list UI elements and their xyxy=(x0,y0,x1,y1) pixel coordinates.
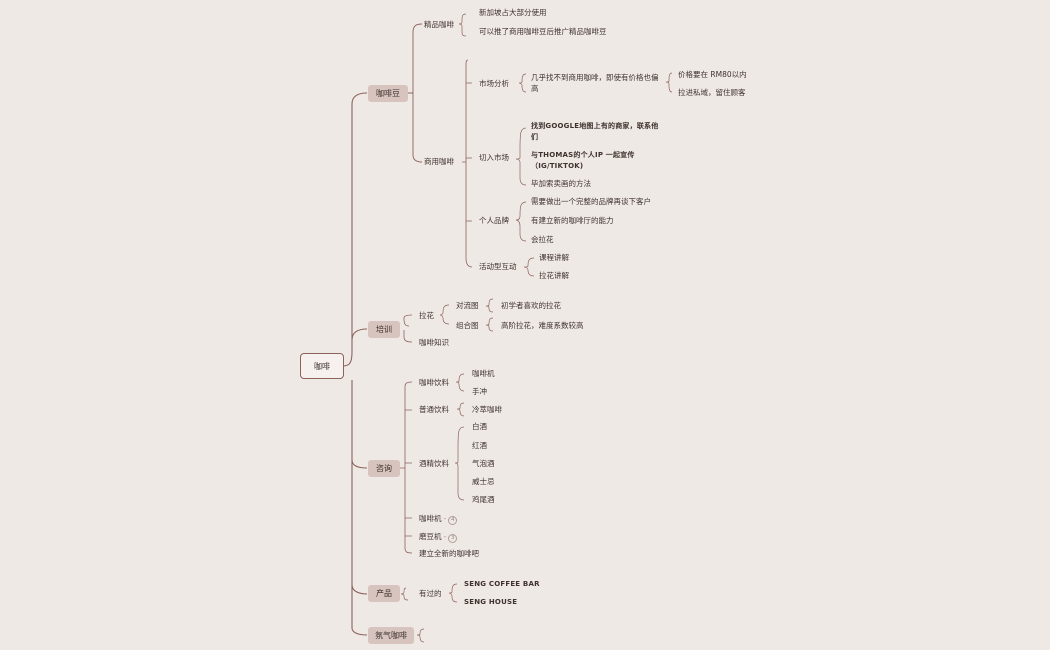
connector-training xyxy=(403,314,413,343)
connector-product-sub xyxy=(448,583,458,603)
connector-alcohol xyxy=(454,426,465,501)
node-training-label: 培训 xyxy=(376,325,392,334)
collapse-dash: - xyxy=(443,514,447,523)
node-training[interactable]: 培训 xyxy=(368,321,400,338)
connector-beans-main xyxy=(408,23,423,163)
node-ma-a2[interactable]: 拉进私域，留住顾客 xyxy=(678,88,746,97)
root-node[interactable]: 咖啡 xyxy=(300,353,344,379)
node-specialty-b[interactable]: 可以推了商用咖啡豆后推广精品咖啡豆 xyxy=(479,27,607,36)
node-al-a[interactable]: 白酒 xyxy=(472,422,487,431)
node-combo[interactable]: 组合图 xyxy=(456,321,479,330)
connector-ma xyxy=(518,73,527,93)
node-cd-a[interactable]: 咖啡机 xyxy=(472,369,495,378)
connector-root-to-l1 xyxy=(342,92,368,367)
node-atmosphere[interactable]: 氛气咖啡 xyxy=(368,627,414,644)
node-beans[interactable]: 咖啡豆 xyxy=(368,85,408,102)
node-event[interactable]: 活动型互动 xyxy=(479,262,517,271)
node-ma-a1[interactable]: 价格要在 RM80以内 xyxy=(678,70,747,79)
root-label: 咖啡 xyxy=(314,361,330,371)
connector-specialty xyxy=(458,13,467,37)
node-machine[interactable]: 咖啡机-4 xyxy=(419,513,458,525)
collapsed-count-badge[interactable]: 3 xyxy=(448,534,458,543)
node-nd-a[interactable]: 冷萃咖啡 xyxy=(472,405,502,414)
node-beans-label: 咖啡豆 xyxy=(376,89,400,98)
node-pb-c[interactable]: 会拉花 xyxy=(531,235,554,244)
node-consult[interactable]: 咨询 xyxy=(368,460,400,477)
node-enter-market[interactable]: 切入市场 xyxy=(479,153,509,162)
node-machine-label: 咖啡机 xyxy=(419,514,442,523)
node-grinder-label: 磨豆机 xyxy=(419,532,442,541)
node-al-c[interactable]: 气泡酒 xyxy=(472,459,495,468)
node-em-c[interactable]: 毕加索卖画的方法 xyxy=(531,179,591,188)
node-combo-a[interactable]: 高阶拉花，难度系数较高 xyxy=(501,321,584,330)
node-normal-drinks[interactable]: 普通饮料 xyxy=(419,405,449,414)
connector-em xyxy=(515,127,527,186)
node-new-shop[interactable]: 建立全新的咖啡吧 xyxy=(419,549,479,558)
node-pb-a[interactable]: 需要做出一个完整的品牌再谈下客户 xyxy=(531,197,651,206)
connector-normal-drinks xyxy=(456,402,465,417)
connector-ev xyxy=(523,257,535,277)
collapsed-count-badge[interactable]: 4 xyxy=(448,516,458,525)
node-cd-b[interactable]: 手冲 xyxy=(472,387,487,396)
node-al-e[interactable]: 鸡尾酒 xyxy=(472,495,495,504)
node-specialty[interactable]: 精品咖啡 xyxy=(424,20,454,29)
node-em-a[interactable]: 找到GOOGLE地图上有的商家，联系他们 xyxy=(531,122,659,141)
node-ev-b[interactable]: 拉花讲解 xyxy=(539,271,569,280)
connector-pb xyxy=(515,201,527,242)
node-al-d[interactable]: 威士忌 xyxy=(472,477,495,486)
node-latte-art[interactable]: 拉花 xyxy=(419,311,434,320)
connector-ma-sub xyxy=(665,72,673,93)
node-product[interactable]: 产品 xyxy=(368,585,400,602)
node-p-b[interactable]: SENG HOUSE xyxy=(464,598,518,606)
connector-consult xyxy=(400,381,413,554)
node-personal-brand[interactable]: 个人品牌 xyxy=(479,216,509,225)
node-symmetric-a[interactable]: 初学者喜欢的拉花 xyxy=(501,301,561,310)
connector-commercial xyxy=(462,59,473,268)
node-product-label: 产品 xyxy=(376,589,392,598)
connector-latte xyxy=(439,304,450,325)
node-em-b[interactable]: 与THOMAS的个人IP 一起宣传（IG/TIKTOK) xyxy=(531,151,635,170)
node-specialty-a[interactable]: 新加坡占大部分使用 xyxy=(479,8,547,17)
node-ma-a[interactable]: 几乎找不到商用咖啡，即使有价格也偏高 xyxy=(531,73,659,93)
node-alcohol[interactable]: 酒精饮料 xyxy=(419,459,449,468)
node-knowledge[interactable]: 咖啡知识 xyxy=(419,338,449,347)
connector-coffee-drinks xyxy=(455,373,465,392)
node-commercial[interactable]: 商用咖啡 xyxy=(424,157,454,166)
node-symmetric[interactable]: 对流图 xyxy=(456,301,479,310)
connector-root-atmosphere xyxy=(351,585,368,636)
connector-root-consult xyxy=(351,380,368,469)
connector-symmetric xyxy=(485,298,494,313)
node-atmosphere-label: 氛气咖啡 xyxy=(375,631,407,640)
node-pb-b[interactable]: 有建立新的咖啡厅的能力 xyxy=(531,216,614,225)
node-al-b[interactable]: 红酒 xyxy=(472,441,487,450)
connector-root-training xyxy=(351,328,368,341)
node-grinder[interactable]: 磨豆机-3 xyxy=(419,531,458,543)
node-coffee-drinks[interactable]: 咖啡饮料 xyxy=(419,378,449,387)
collapse-dash: - xyxy=(443,532,447,541)
node-consult-label: 咨询 xyxy=(376,464,392,473)
connector-atmosphere xyxy=(416,628,425,643)
node-p-a[interactable]: SENG COFFEE BAR xyxy=(464,580,540,588)
connector-product xyxy=(400,587,409,601)
node-market-analysis[interactable]: 市场分析 xyxy=(479,79,509,88)
node-done[interactable]: 有过的 xyxy=(419,589,442,598)
connector-root-product xyxy=(351,460,368,595)
connector-combo xyxy=(485,317,494,332)
node-ev-a[interactable]: 课程讲解 xyxy=(539,253,569,262)
